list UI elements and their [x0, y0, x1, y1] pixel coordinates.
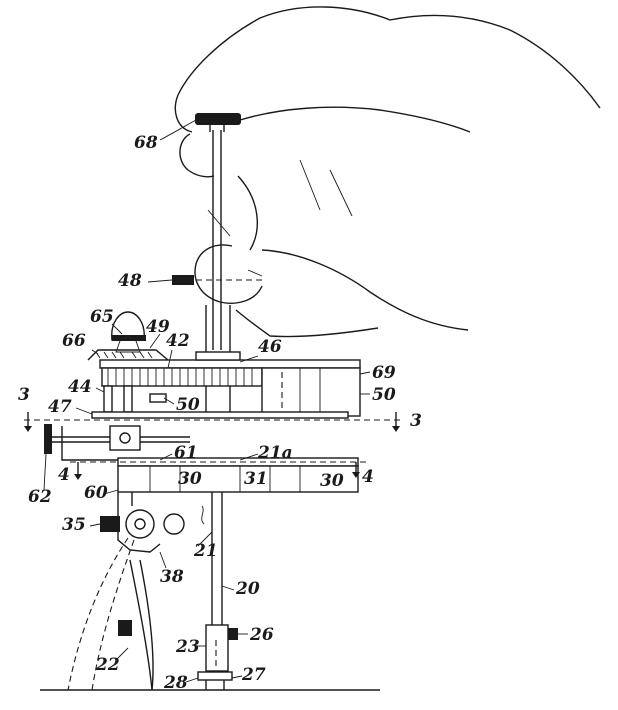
label-60: 60 — [84, 483, 108, 503]
label-47: 47 — [48, 397, 72, 417]
section-line-3 — [24, 412, 400, 432]
label-26: 26 — [249, 625, 274, 645]
section-line-4 — [70, 461, 370, 480]
label-20: 20 — [235, 579, 260, 599]
clamp-assembly — [44, 424, 190, 461]
label-4-left: 4 — [58, 465, 70, 485]
gear-42 — [101, 367, 263, 387]
plate-61 — [117, 457, 359, 493]
leader-lines — [43, 119, 371, 683]
plate-46 — [99, 351, 361, 369]
label-35: 35 — [62, 515, 86, 535]
label-38: 38 — [160, 567, 184, 587]
label-31: 31 — [244, 469, 268, 489]
level-65 — [111, 311, 146, 353]
label-69: 69 — [372, 363, 396, 383]
label-3-left: 3 — [18, 385, 30, 405]
bracket-60 — [100, 492, 185, 553]
upper-shaft — [205, 130, 231, 355]
label-21a: 21a — [257, 443, 293, 463]
plate-47 — [91, 411, 349, 419]
label-46: 46 — [258, 337, 282, 357]
label-3-right: 3 — [410, 411, 422, 431]
label-62: 62 — [28, 487, 52, 507]
label-28: 28 — [163, 673, 188, 693]
blade-22 — [67, 537, 154, 691]
stylus-23 — [197, 624, 238, 690]
dial-66 — [87, 349, 169, 361]
knob-68 — [195, 113, 241, 132]
label-21: 21 — [193, 541, 218, 561]
hand-outline — [174, 6, 601, 338]
label-48: 48 — [118, 271, 142, 291]
screw-48 — [172, 269, 263, 285]
label-49: 49 — [146, 317, 170, 337]
label-50-inner: 50 — [176, 395, 200, 415]
main-shaft-20 — [201, 492, 223, 625]
label-23: 23 — [175, 637, 200, 657]
label-22: 22 — [95, 655, 120, 675]
label-27: 27 — [241, 665, 266, 685]
label-30-left: 30 — [178, 469, 202, 489]
label-68: 68 — [134, 133, 158, 153]
label-44: 44 — [68, 377, 92, 397]
label-65: 65 — [90, 307, 114, 327]
label-61: 61 — [174, 443, 198, 463]
label-42: 42 — [166, 331, 190, 351]
label-4-right: 4 — [362, 467, 374, 487]
reference-labels: 68 48 65 49 66 42 46 69 44 50 50 3 3 47 … — [18, 133, 422, 693]
housing-69 — [261, 367, 361, 417]
label-66: 66 — [62, 331, 86, 351]
label-50-outer: 50 — [372, 385, 396, 405]
label-30-right: 30 — [320, 471, 344, 491]
